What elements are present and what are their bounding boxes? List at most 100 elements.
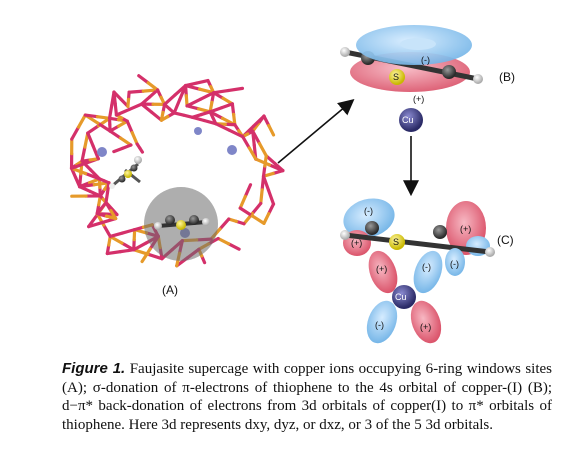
sulfur-label: S (393, 72, 399, 82)
framework-bond (260, 174, 266, 192)
framework-bond (78, 183, 96, 189)
framework-bond (212, 91, 225, 100)
framework-bond (89, 168, 102, 181)
panel-c-back-donation: S Cu (-) (+) (+) (+) (-) (-) (-) (+) (C) (340, 198, 514, 344)
framework-bond (178, 83, 188, 101)
sign-pos-c2: (+) (460, 224, 471, 234)
sign-neg-c3: (-) (450, 259, 459, 269)
framework-bond (226, 86, 245, 93)
sulfur-atom (389, 69, 405, 85)
framework-bond (185, 97, 202, 108)
framework-bond (247, 146, 258, 161)
framework-bond (69, 166, 88, 176)
framework-bond (159, 114, 170, 122)
framework-bond (195, 78, 210, 85)
framework-bond (259, 188, 264, 205)
framework-bond (267, 123, 276, 137)
copper-label-c: Cu (395, 292, 407, 302)
orbital-lobe-blue (343, 198, 395, 238)
framework-bond (251, 129, 256, 147)
sign-pos-c4: (+) (420, 322, 431, 332)
framework-bond (219, 102, 234, 110)
d-orbital-lobe-red (410, 300, 442, 344)
framework-bond (70, 125, 81, 141)
panel-label-c: (C) (497, 233, 514, 247)
framework-bond (238, 206, 254, 218)
framework-bond (146, 252, 164, 261)
framework-bond (216, 236, 231, 246)
framework-bond (232, 112, 237, 127)
framework-bond (261, 164, 267, 178)
framework-bond (214, 122, 231, 132)
sign-pos-c3: (+) (376, 264, 387, 274)
framework-bond (132, 241, 148, 252)
framework-bond (125, 119, 134, 135)
framework-bond (218, 217, 231, 231)
caption-text: Faujasite supercage with copper ions occ… (62, 361, 552, 433)
copper-atom-c (392, 285, 416, 309)
framework-bond (86, 124, 101, 135)
framework-bond (262, 212, 271, 225)
framework-bond (250, 201, 263, 216)
framework-bond (138, 146, 145, 154)
framework-bond (140, 247, 152, 264)
framework-bond (127, 102, 144, 112)
framework-bond (172, 97, 182, 115)
framework-bond (227, 128, 245, 139)
framework-bond (96, 121, 112, 133)
framework-bond (87, 220, 104, 229)
d-orbital-lobe-blue (445, 248, 465, 276)
d-orbital-lobe-blue (366, 300, 398, 344)
framework-bond (108, 129, 123, 140)
framework-bond (95, 115, 112, 120)
framework-bond (83, 113, 100, 119)
sign-neg-c1: (-) (364, 206, 373, 216)
sign-neg-b: (-) (421, 55, 430, 65)
sulfur-label: S (393, 237, 399, 247)
framework-bond (147, 88, 160, 99)
framework-bond (120, 143, 133, 150)
faujasite-cage: (A) (69, 74, 285, 297)
framework-bond (86, 131, 95, 148)
framework-bond (149, 110, 164, 122)
framework-bond (130, 130, 139, 146)
framework-bond (250, 214, 266, 225)
framework-bond (266, 188, 276, 206)
framework-bond (251, 114, 266, 128)
framework-bond (257, 141, 268, 158)
framework-bond (113, 101, 119, 117)
figure-illustration: (A) S (-) (+) Cu (B) S (69, 25, 515, 344)
sign-neg-c4: (-) (375, 320, 384, 330)
framework-bond (243, 183, 253, 199)
copper-ion-site (227, 145, 237, 155)
framework-bond (198, 91, 216, 101)
framework-bond (241, 135, 251, 150)
framework-bond (102, 223, 112, 239)
framework-bond (118, 136, 133, 147)
framework-bond (263, 154, 268, 168)
framework-bond (104, 191, 110, 205)
framework-bond (267, 163, 285, 173)
d-orbital-lobe-red (368, 250, 398, 294)
framework-bond (262, 114, 271, 128)
framework-bond (185, 104, 201, 111)
framework-bond (69, 161, 87, 170)
copper-ion-site (194, 127, 202, 135)
sign-pos-b: (+) (413, 94, 424, 104)
copper-label-b: Cu (402, 115, 414, 125)
panel-label-b: (B) (499, 70, 515, 84)
framework-bond (238, 194, 247, 210)
caption-label: Figure 1. (62, 360, 126, 377)
framework-bond (105, 181, 111, 195)
framework-bond (108, 231, 125, 239)
figure-caption: Figure 1. Faujasite supercage with coppe… (62, 360, 552, 434)
framework-bond (127, 89, 145, 94)
framework-bond (80, 145, 87, 163)
framework-bond (267, 202, 276, 216)
framework-bond (105, 250, 123, 256)
framework-bond (183, 83, 202, 91)
framework-bond (91, 144, 100, 161)
panel-label-a: (A) (162, 283, 178, 297)
framework-bond (230, 102, 236, 116)
framework-bond (112, 90, 117, 106)
